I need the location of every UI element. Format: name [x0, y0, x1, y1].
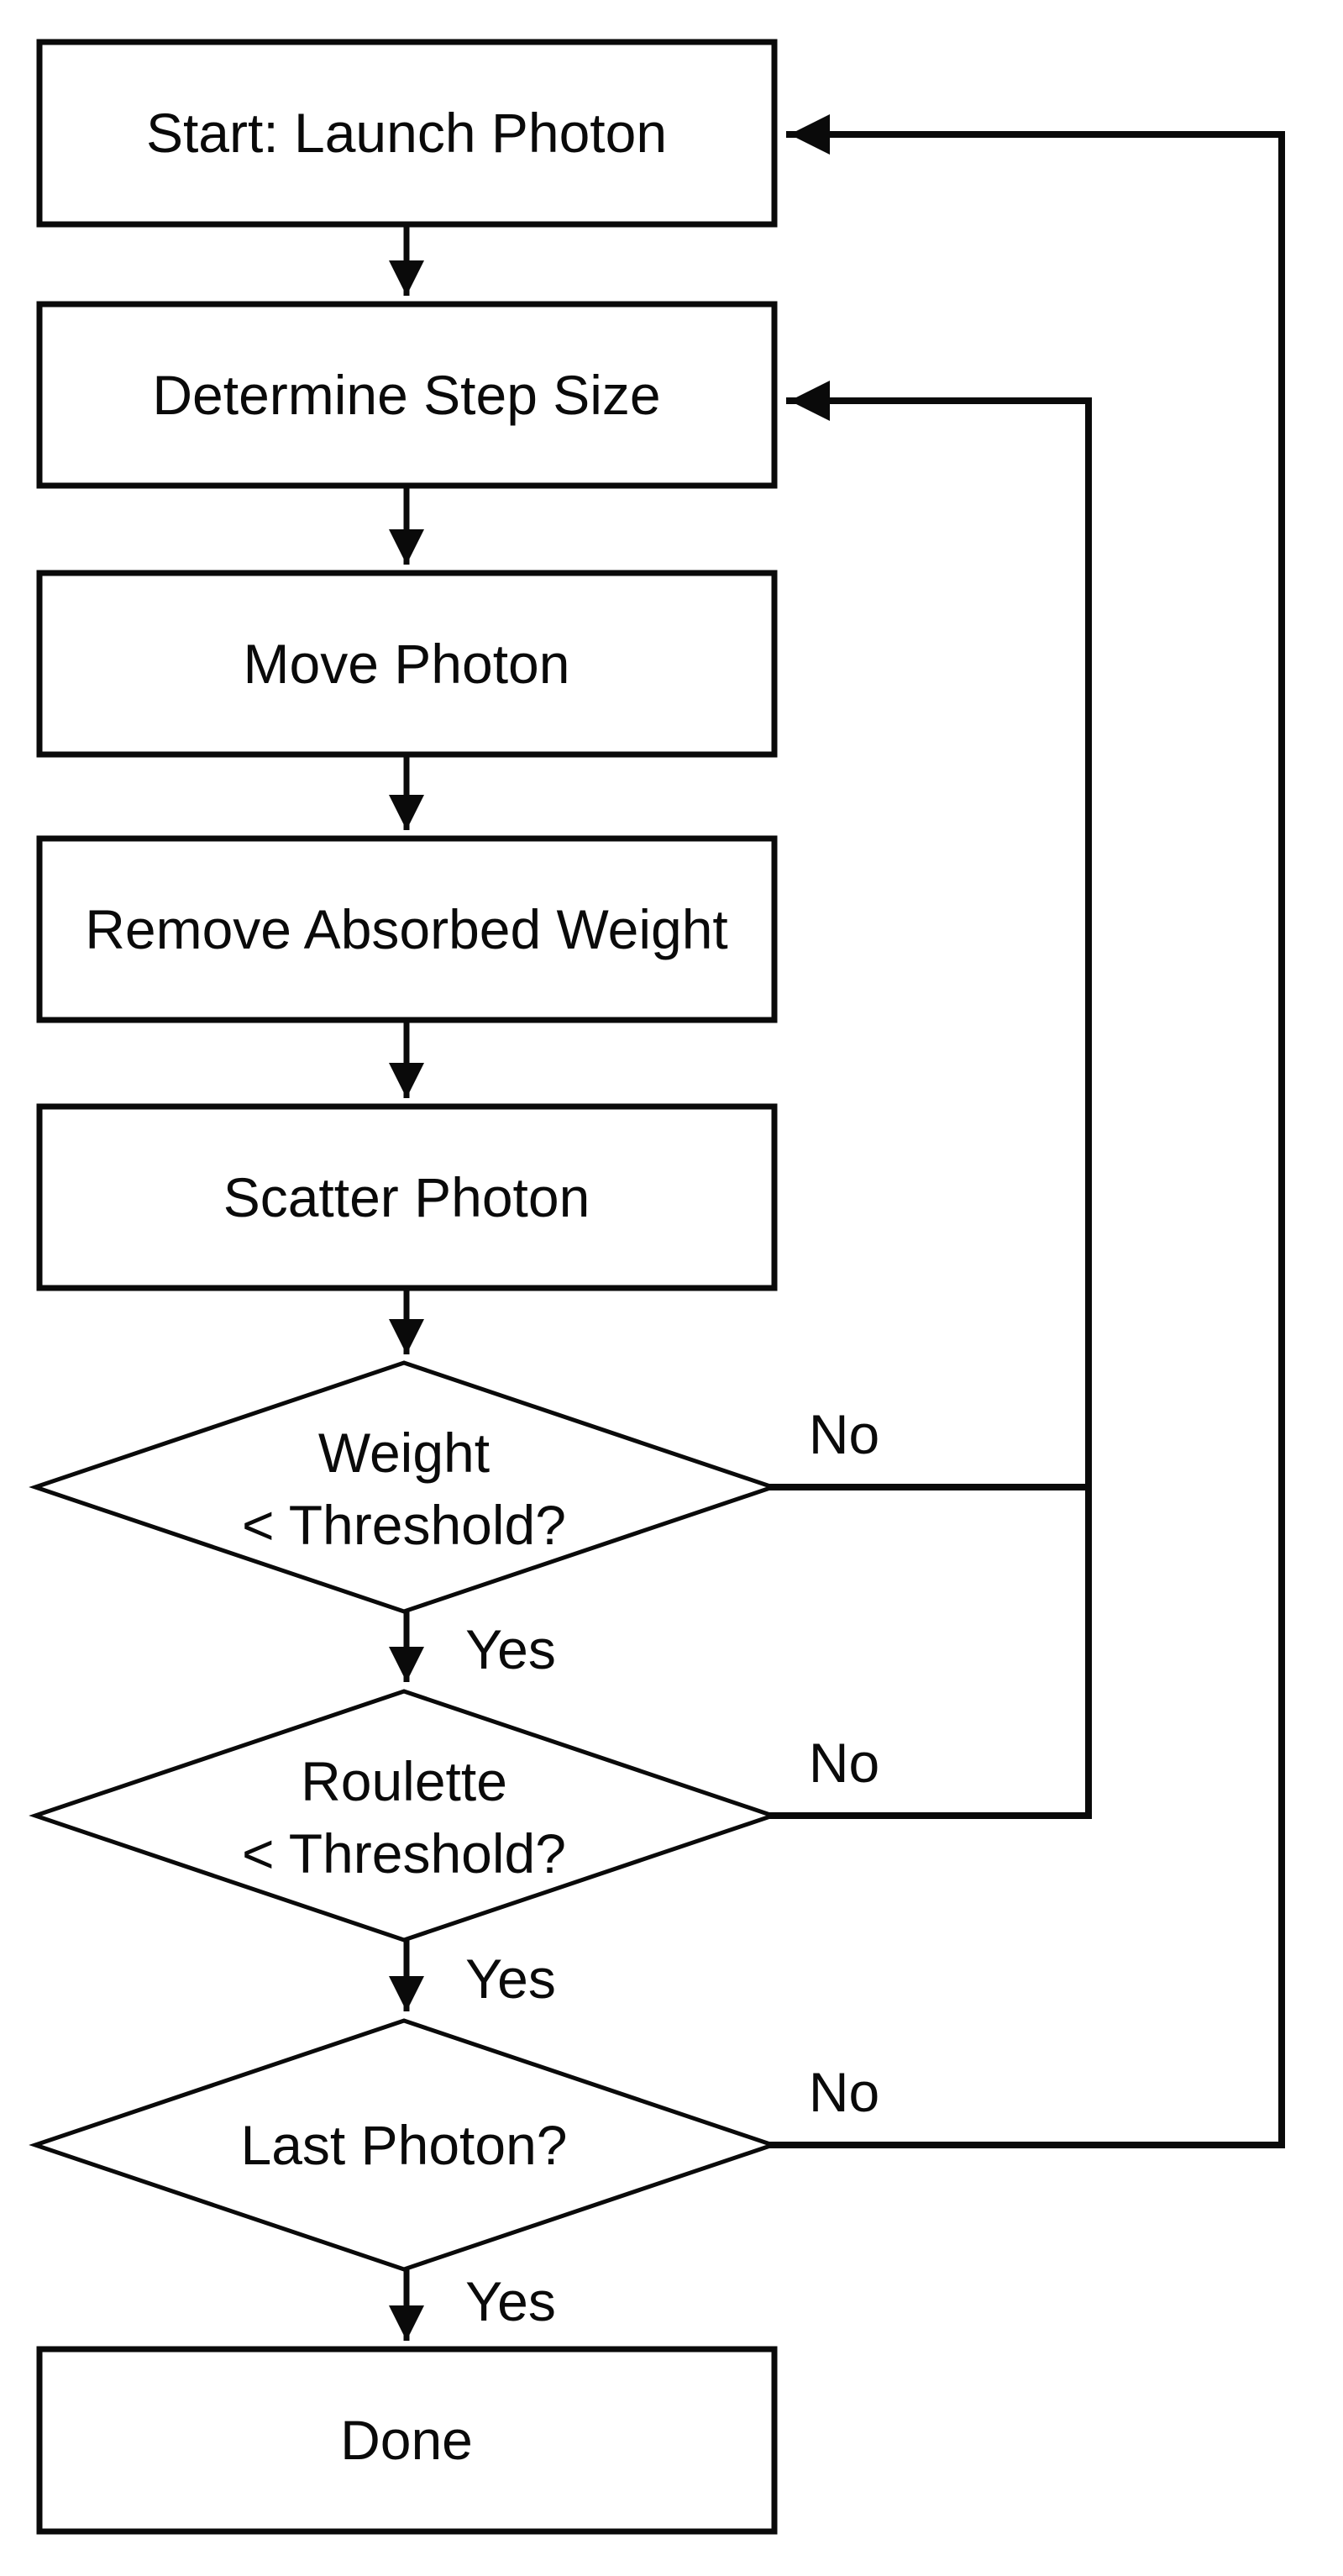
process-box-determine-step-size-shape — [36, 301, 778, 489]
process-box-scatter-photon-label: Scatter Photon — [223, 1166, 590, 1228]
decision-weight-threshold-line2: < Threshold? — [242, 1494, 566, 1556]
loop-roulette-to-determine-step — [769, 381, 1092, 1819]
decision-last-photon: Last Photon? — [29, 2018, 779, 2272]
decision-roulette-threshold-line2: < Threshold? — [242, 1822, 566, 1885]
process-box-start-shape — [36, 39, 778, 228]
yes-label-last-photon: Yes — [465, 2270, 556, 2332]
process-box-move-photon: Move Photon — [36, 570, 778, 758]
yes-label-weight-threshold: Yes — [465, 1618, 556, 1680]
process-box-remove-absorbed-weight-shape — [36, 835, 778, 1023]
process-box-done: Done — [36, 2346, 778, 2535]
process-box-move-photon-label: Move Photon — [244, 633, 570, 695]
process-box-scatter-photon: Scatter Photon — [36, 1103, 778, 1291]
process-box-done-shape — [36, 2346, 778, 2535]
decision-weight-threshold-shape — [29, 1360, 779, 1614]
decision-last-photon-label: Last Photon? — [241, 2114, 568, 2176]
decision-roulette-threshold: Roulette < Threshold? — [29, 1689, 779, 1943]
no-label-roulette-threshold: No — [809, 1732, 879, 1794]
no-label-weight-threshold: No — [809, 1403, 879, 1465]
process-box-start-label: Start: Launch Photon — [146, 102, 667, 164]
decision-last-photon-shape — [29, 2018, 779, 2272]
decision-roulette-threshold-shape — [29, 1689, 779, 1943]
process-box-determine-step-size-label: Determine Step Size — [152, 364, 660, 426]
decision-roulette-threshold-line1: Roulette — [301, 1750, 507, 1812]
decision-weight-threshold-line1: Weight — [318, 1422, 490, 1484]
process-box-start: Start: Launch Photon — [36, 39, 778, 228]
decision-weight-threshold: Weight < Threshold? — [29, 1360, 779, 1614]
no-label-last-photon: No — [809, 2061, 879, 2123]
process-box-scatter-photon-shape — [36, 1103, 778, 1291]
process-box-remove-absorbed-weight: Remove Absorbed Weight — [36, 835, 778, 1023]
loop-last-photon-to-start — [769, 114, 1285, 2148]
yes-label-roulette-threshold: Yes — [465, 1948, 556, 2010]
process-box-determine-step-size: Determine Step Size — [36, 301, 778, 489]
process-box-remove-absorbed-weight-label: Remove Absorbed Weight — [85, 898, 728, 960]
process-box-done-label: Done — [340, 2409, 473, 2471]
process-box-move-photon-shape — [36, 570, 778, 758]
